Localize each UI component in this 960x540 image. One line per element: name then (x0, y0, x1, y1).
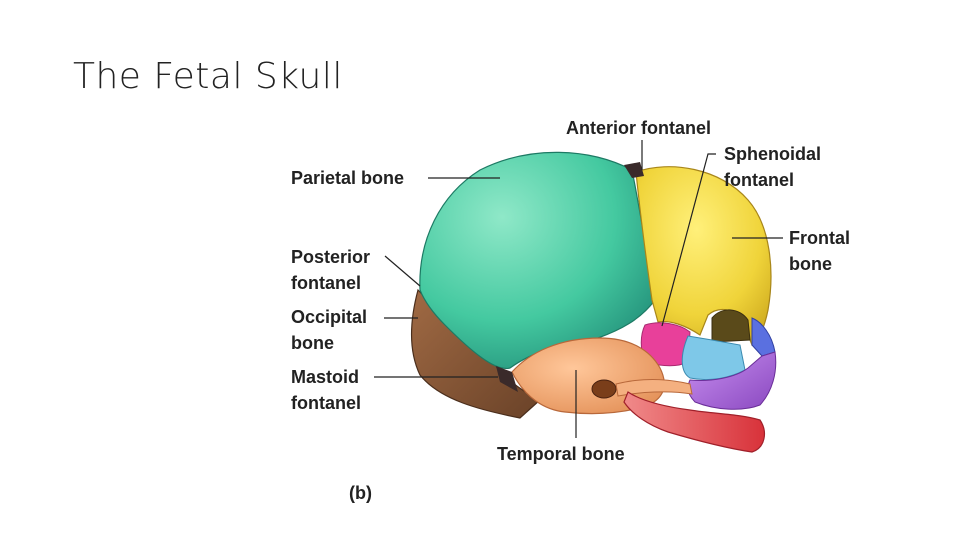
slide-title: The Fetal Skull (73, 56, 343, 97)
mastoid-fontanel-shape (496, 366, 518, 392)
maxilla-bone-shape (687, 351, 777, 410)
ear-canal-shape (591, 379, 617, 399)
mandible-bone-shape (623, 391, 766, 453)
label-occipital-bone: Occipital bone (291, 307, 368, 353)
leader-lines (374, 140, 783, 438)
frontal-bone-shape (635, 166, 772, 346)
leader-posterior-fontanel (384, 255, 421, 287)
anterior-fontanel-shape (624, 162, 644, 178)
label-sphenoidal-fontanel: Sphenoidal fontanel (724, 144, 822, 190)
label-temporal-bone: Temporal bone (497, 444, 625, 464)
label-mastoid-fontanel: Mastoid fontanel (291, 367, 361, 413)
label-frontal-bone: Frontal bone (789, 228, 850, 274)
sphenoid-bone-shape (640, 322, 691, 367)
orbit-shape (711, 309, 751, 343)
label-anterior-fontanel: Anterior fontanel (566, 118, 712, 138)
leader-sphenoidal-fontanel (661, 153, 716, 327)
zygomatic-process-shape (615, 379, 693, 397)
panel-label: (b) (349, 483, 372, 503)
zygomatic-bone-shape (681, 335, 746, 381)
label-posterior-fontanel: Posterior fontanel (291, 247, 371, 293)
label-parietal-bone: Parietal bone (291, 168, 405, 188)
